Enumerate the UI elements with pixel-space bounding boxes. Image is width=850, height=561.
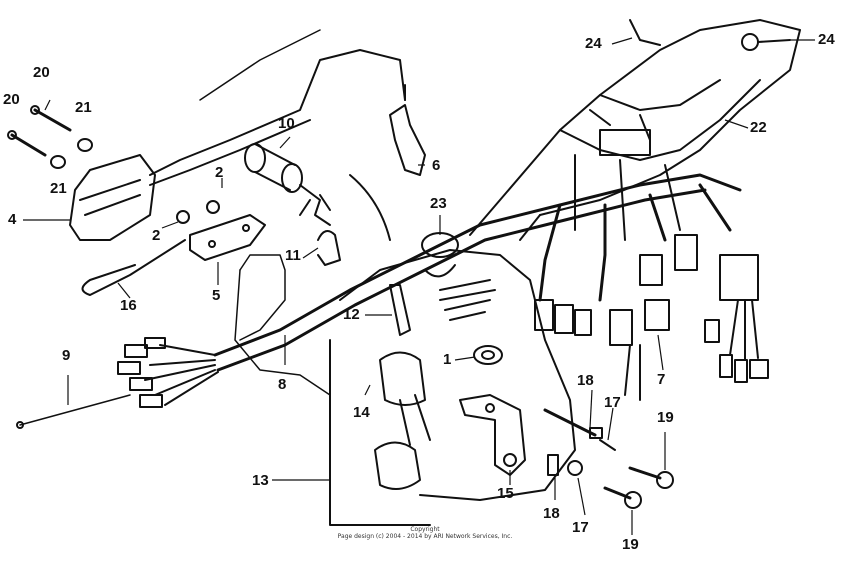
copyright-line-1: Copyright	[410, 526, 440, 533]
callout-20a: 20	[33, 64, 50, 81]
callout-18b: 18	[543, 505, 560, 522]
leader-lines	[23, 37, 815, 535]
callout-11: 11	[285, 247, 301, 264]
rubber-grommet	[473, 345, 503, 365]
callout-14: 14	[353, 404, 370, 421]
callout-16: 16	[120, 297, 137, 314]
callout-4: 4	[8, 211, 17, 228]
callout-18a: 18	[577, 372, 594, 389]
bolts-20	[7, 105, 93, 169]
copyright-line-2: Page design (c) 2004 - 2014 by ARI Netwo…	[337, 533, 513, 540]
callout-5: 5	[212, 287, 221, 304]
connectors-right	[534, 234, 769, 401]
plug-cap	[389, 84, 426, 176]
callout-23: 23	[430, 195, 447, 212]
callout-21b: 21	[50, 180, 67, 197]
callout-24a: 24	[585, 35, 602, 52]
clips-24	[629, 19, 791, 51]
callout-7: 7	[657, 371, 666, 388]
callout-8: 8	[278, 376, 287, 393]
clamp	[317, 174, 391, 266]
callout-17a: 17	[604, 394, 621, 411]
bracket	[176, 200, 266, 261]
coil	[244, 143, 331, 226]
spring-cable	[81, 239, 186, 296]
callout-19b: 19	[622, 536, 639, 553]
callout-9: 9	[62, 347, 71, 364]
callout-2a: 2	[215, 164, 224, 181]
callout-2b: 2	[152, 227, 161, 244]
battery-area	[329, 249, 576, 526]
callout-15: 15	[497, 485, 514, 502]
frame	[469, 19, 801, 241]
callout-21a: 21	[75, 99, 92, 116]
copyright-notice: Copyright Page design (c) 2004 - 2014 by…	[300, 526, 550, 540]
callout-19a: 19	[657, 409, 674, 426]
callout-10: 10	[278, 115, 295, 132]
callout-13: 13	[252, 472, 269, 489]
callout-22: 22	[750, 119, 767, 136]
bracket-15	[459, 394, 526, 476]
frame-tube	[234, 254, 331, 396]
callout-20b: 20	[3, 91, 20, 108]
callout-17b: 17	[572, 519, 589, 536]
ignition-unit	[69, 29, 406, 241]
harness-leads	[16, 337, 219, 429]
callout-24b: 24	[818, 31, 835, 48]
fasteners	[543, 408, 674, 509]
callout-12: 12	[343, 306, 360, 323]
callout-6: 6	[432, 157, 441, 174]
main-harness	[213, 173, 742, 372]
callout-1: 1	[443, 351, 452, 368]
